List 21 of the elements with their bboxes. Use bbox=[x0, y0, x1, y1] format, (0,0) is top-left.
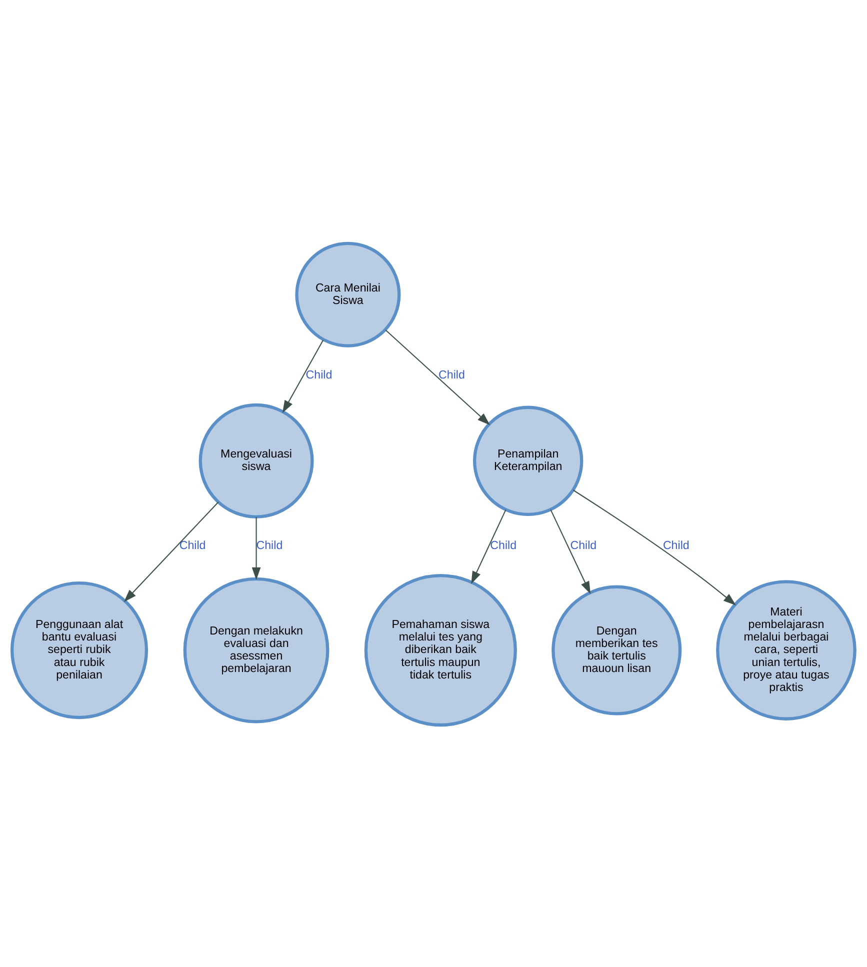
arrow bbox=[282, 339, 324, 413]
edge-label: Child bbox=[490, 540, 517, 552]
arrow bbox=[252, 516, 261, 580]
node-circle: Cara Menilai Siswa bbox=[295, 241, 401, 347]
node-circle: Materi pembelajarasn melalui berbagai cara, seperti unian tertulis, proye atau tugas praktis bbox=[716, 580, 856, 720]
node-circle: Penggunaan alat bantu evaluasi seperti rubik atau rubik penilaian bbox=[10, 581, 148, 719]
node-circle: Dengan melakukn evaluasi dan asessmen pembelajaran bbox=[183, 576, 330, 723]
node-circle: Mengevaluasi siswa bbox=[198, 402, 314, 518]
arrow bbox=[550, 508, 591, 594]
node-circle: Pemahaman siswa melalui tes yang diberikan baik tertulis maupun tidak tertulis bbox=[364, 573, 517, 726]
arrow bbox=[385, 329, 490, 425]
edge-label: Child bbox=[438, 368, 465, 381]
edge-label: Child bbox=[306, 368, 332, 381]
arrow bbox=[572, 489, 736, 605]
node-circle: Penampilan Keterampilan bbox=[472, 405, 584, 516]
edge-label: Child bbox=[662, 540, 690, 552]
node-circle: Dengan memberikan tes baik tertulis mauoun lisan bbox=[552, 584, 682, 715]
arrow bbox=[471, 508, 506, 584]
edge-label: Child bbox=[179, 540, 206, 552]
arrow bbox=[124, 501, 219, 602]
edge-label: Child bbox=[570, 540, 597, 552]
